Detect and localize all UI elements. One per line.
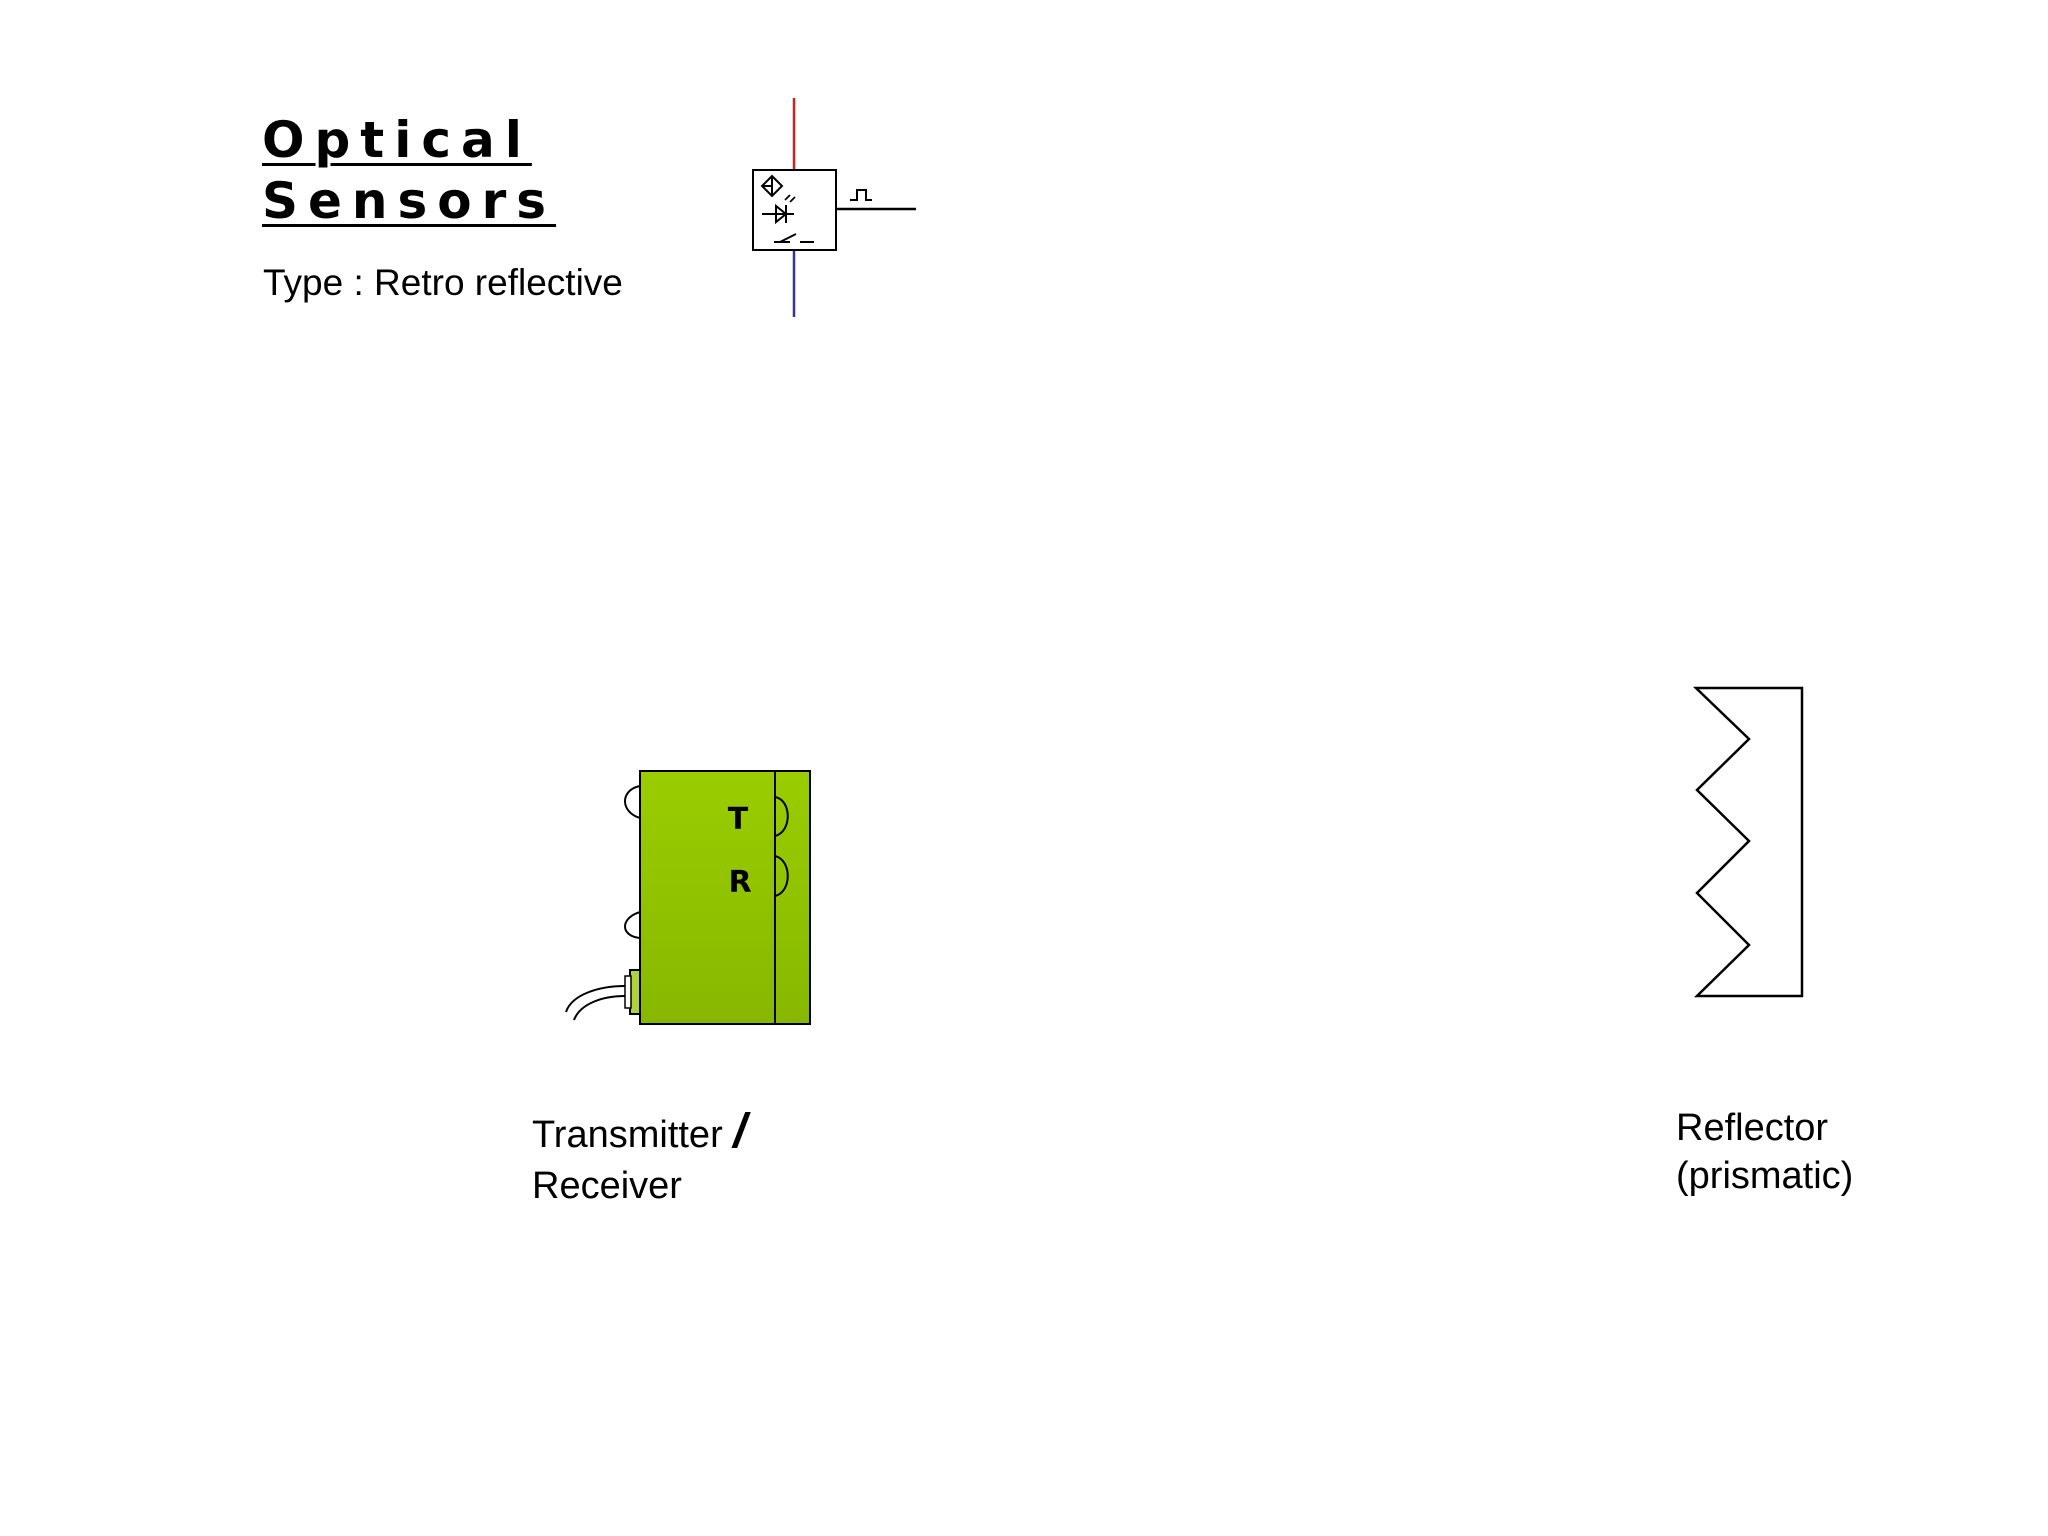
mounting-tab-bottom [624,911,641,939]
cable-wire [565,985,626,1013]
pulse-output-icon [850,189,872,201]
transmitter-lens [774,796,789,837]
receiver-lens [774,855,789,897]
diode-icon [762,194,796,225]
page-title: Optical Sensors [262,110,556,232]
cable-connector-ring [624,975,632,1009]
title-line-2: Sensors [262,172,557,230]
device-body [639,770,811,1025]
caption-text: Transmitter [532,1114,723,1156]
transmitter-label: T [728,802,749,837]
reflector-caption-line-2: (prismatic) [1676,1155,1854,1197]
transmitter-receiver-device: T R [565,770,811,1025]
title-line-1: Optical [262,111,532,169]
cable-wire [573,995,626,1021]
reflector-caption: Reflector (prismatic) [1676,1104,1853,1200]
caption-line-1: Transmitter / [532,1106,747,1161]
transmitter-receiver-caption: Transmitter / Receiver [532,1106,747,1212]
prismatic-reflector [1692,686,1804,998]
symbol-box [752,169,837,251]
receiver-label: R [728,865,751,900]
optical-diamond-icon [760,174,784,198]
sensor-schematic-symbol [752,98,916,317]
caption-line-2: Receiver [532,1165,682,1207]
switch-icon [774,233,814,243]
sensor-type-label: Type : Retro reflective [263,262,623,303]
caption-separator: / [733,1105,747,1158]
mounting-tab-top [624,785,641,819]
reflector-caption-line-1: Reflector [1676,1107,1829,1149]
